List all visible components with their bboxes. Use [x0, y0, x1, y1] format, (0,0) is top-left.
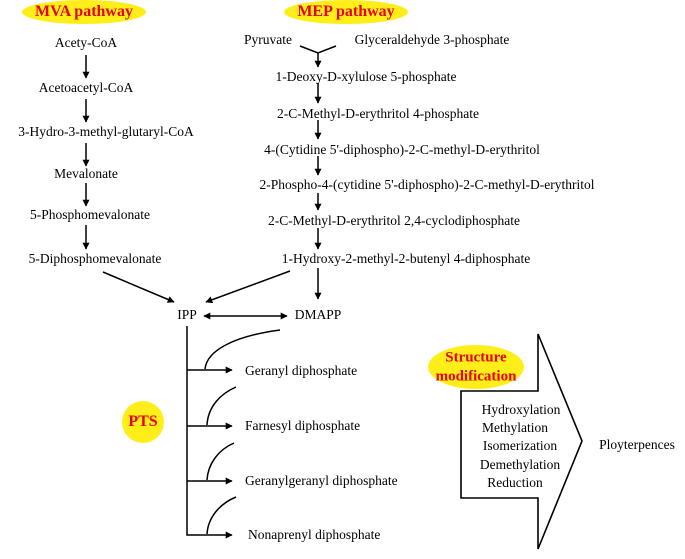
mep-step: 1-Hydroxy-2-methyl-2-butenyl 4-diphospha… — [281, 251, 531, 266]
mep-merge-lines — [299, 45, 337, 54]
mva-step: 3-Hydro-3-methyl-glutaryl-CoA — [18, 124, 194, 139]
ipp-node: IPP — [177, 307, 197, 322]
pts-badge: PTS — [128, 413, 158, 430]
ipp-inputs — [102, 270, 291, 320]
gpp-curve — [206, 386, 237, 426]
pts-product: Geranylgeranyl diphosphate — [245, 473, 398, 488]
modification-item: Demethylation — [479, 457, 561, 472]
dmapp-node: DMAPP — [294, 307, 342, 322]
modification-item: Isomerization — [482, 438, 558, 453]
structure-badge-line2: modification — [435, 368, 517, 385]
mep-step: 1-Deoxy-D-xylulose 5-phosphate — [275, 69, 457, 84]
mep-badge-bg — [284, 0, 408, 24]
mva-badge-bg — [22, 0, 146, 24]
mep-step: 4-(Cytidine 5'-diphospho)-2-C-methyl-D-e… — [264, 142, 540, 157]
mva-step: Mevalonate — [54, 166, 118, 181]
mep-to-ipp-arrow — [205, 270, 291, 304]
dmapp-curve — [204, 329, 281, 370]
structure-badge-bg — [428, 345, 524, 389]
structure-badge-line1: Structure — [445, 349, 507, 366]
modification-item: Reduction — [487, 475, 543, 490]
mep-input-g3p: Glyceraldehyde 3-phosphate — [354, 32, 510, 47]
fpp-curve — [206, 442, 235, 481]
pts-product: Farnesyl diphosphate — [245, 418, 361, 433]
ggpp-curve — [206, 496, 237, 535]
mva-badge: MVA pathway — [35, 3, 133, 20]
modification-result: Ployterpences — [599, 437, 675, 452]
mep-step: 2-C-Methyl-D-erythritol 2,4-cyclodiphosp… — [268, 213, 520, 228]
modification-item: Hydroxylation — [481, 402, 561, 417]
mva-step: 5-Diphosphomevalonate — [28, 251, 162, 266]
mva-step: Acetoacetyl-CoA — [38, 80, 134, 95]
pts-backbone — [186, 326, 233, 539]
mep-step: 2-C-Methyl-D-erythritol 4-phosphate — [276, 106, 480, 121]
pts-product: Geranyl diphosphate — [245, 363, 358, 378]
pts-arrows — [186, 326, 281, 539]
pts-product: Nonaprenyl diphosphate — [248, 527, 381, 542]
mep-arrows — [299, 45, 337, 300]
mva-step: 5-Phosphomevalonate — [30, 207, 150, 222]
pts-badge-bg — [122, 401, 164, 443]
mva-to-ipp-arrow — [102, 271, 175, 303]
mep-badge: MEP pathway — [297, 3, 395, 20]
mep-input-pyruvate: Pyruvate — [244, 32, 292, 47]
modification-arrow-shape — [460, 333, 583, 550]
mva-step: Acety-CoA — [54, 35, 118, 50]
modification-item: Methylation — [482, 420, 548, 435]
mep-step: 2-Phospho-4-(cytidine 5'-diphospho)-2-C-… — [259, 177, 595, 192]
